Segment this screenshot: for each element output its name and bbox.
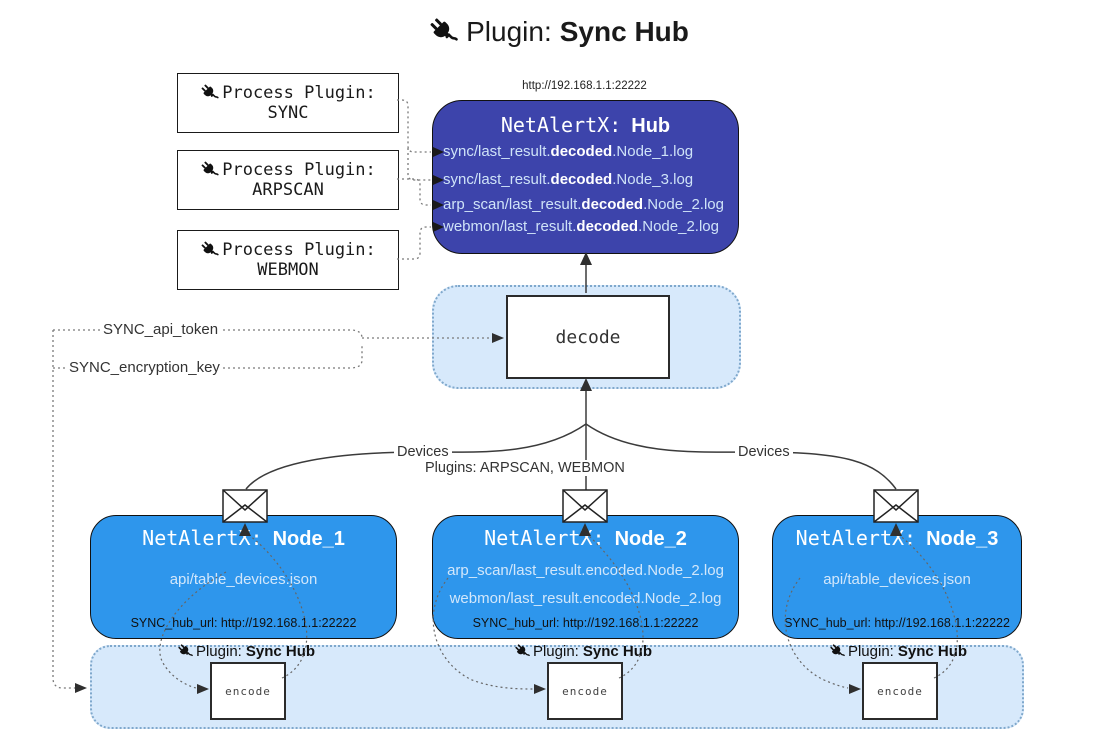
encode-box: encode: [210, 662, 286, 720]
plug-icon: [829, 643, 846, 660]
strip-plugin-label: Plugin:Sync Hub: [813, 643, 983, 660]
process-plugin-webmon: Process Plugin: WEBMON: [177, 230, 399, 290]
plug-icon: [177, 643, 194, 660]
node-2-box: NetAlertX:Node_2 arp_scan/last_result.en…: [432, 515, 739, 639]
hub-log-entry: sync/last_result.decoded.Node_3.log: [443, 171, 694, 188]
hub-title-name: Hub: [631, 115, 671, 137]
plug-icon: [514, 643, 531, 660]
node-file: api/table_devices.json: [823, 571, 971, 588]
node-hub-url: SYNC_hub_url: http://192.168.1.1:22222: [472, 616, 699, 630]
hub-url-label: http://192.168.1.1:22222: [522, 80, 647, 92]
edge-config-to-strip: [52, 330, 75, 689]
plug-icon: [200, 160, 220, 180]
node-hub-url: SYNC_hub_url: http://192.168.1.1:22222: [784, 616, 1010, 630]
node-file: api/table_devices.json: [169, 571, 318, 588]
hub-title-prefix: NetAlertX:: [500, 113, 622, 137]
node-title: NetAlertX:Node_1: [142, 526, 345, 550]
node-file: webmon/last_result.encoded.Node_2.log: [449, 590, 722, 607]
node-title: NetAlertX:Node_3: [795, 526, 999, 550]
plug-icon: [428, 16, 460, 48]
encode-box: encode: [547, 662, 623, 720]
process-plugin-sync: Process Plugin: SYNC: [177, 73, 399, 133]
process-plugin-label: Process Plugin:: [222, 160, 376, 180]
plug-icon: [200, 83, 220, 103]
hub-log-entry: sync/last_result.decoded.Node_1.log: [443, 143, 694, 160]
process-plugin-label: Process Plugin:: [222, 83, 376, 103]
edge-label-devices-left: Devices: [394, 444, 452, 460]
page-title: Plugin: Sync Hub: [0, 16, 1117, 48]
node-title: NetAlertX:Node_2: [484, 526, 687, 550]
node-hub-url: SYNC_hub_url: http://192.168.1.1:22222: [130, 616, 357, 630]
hub-title: NetAlertX: Hub: [433, 113, 738, 138]
process-plugin-label: Process Plugin:: [222, 240, 376, 260]
edge-label-plugins: Plugins: ARPSCAN, WEBMON: [422, 460, 628, 476]
hub-log-entry: arp_scan/last_result.decoded.Node_2.log: [443, 196, 724, 213]
node-1-box: NetAlertX:Node_1 api/table_devices.json …: [90, 515, 397, 639]
strip-plugin-label: Plugin:Sync Hub: [161, 643, 331, 660]
node-file: arp_scan/last_result.encoded.Node_2.log: [447, 562, 724, 579]
decode-box: decode: [506, 295, 670, 379]
process-plugin-name: ARPSCAN: [252, 180, 324, 200]
hub-log-entry: webmon/last_result.decoded.Node_2.log: [443, 218, 719, 235]
plug-icon: [200, 240, 220, 260]
hub-box: NetAlertX: Hub sync/last_result.decoded.N…: [432, 100, 739, 254]
edge-label-devices-right: Devices: [735, 444, 793, 460]
process-plugin-name: WEBMON: [257, 260, 319, 280]
node-3-box: NetAlertX:Node_3 api/table_devices.json …: [772, 515, 1022, 639]
process-plugin-arpscan: Process Plugin: ARPSCAN: [177, 150, 399, 210]
process-plugin-name: SYNC: [267, 103, 309, 123]
title-name: Sync Hub: [559, 16, 689, 47]
api-token-label: SYNC_api_token: [100, 321, 222, 338]
encryption-key-label: SYNC_encryption_key: [66, 359, 223, 376]
title-prefix: Plugin:: [466, 16, 552, 47]
encode-box: encode: [862, 662, 938, 720]
strip-plugin-label: Plugin:Sync Hub: [498, 643, 668, 660]
